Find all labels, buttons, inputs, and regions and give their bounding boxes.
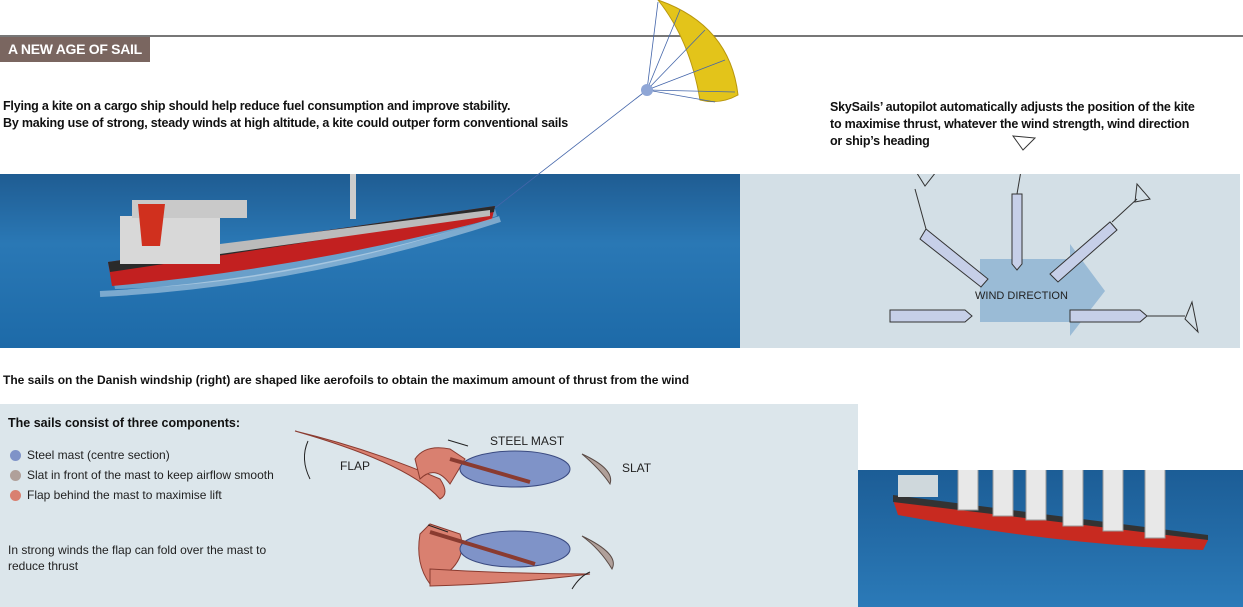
steel-mast-label: STEEL MAST xyxy=(490,434,565,448)
title-banner: A NEW AGE OF SAIL xyxy=(0,37,150,62)
component-label: Slat in front of the mast to keep airflo… xyxy=(27,468,274,482)
top-rule xyxy=(0,35,1243,37)
slat-label: SLAT xyxy=(622,461,652,475)
grey-dot-icon xyxy=(10,469,21,481)
component-slat: Slat in front of the mast to keep airflo… xyxy=(10,468,274,482)
components-list: Steel mast (centre section) Slat in fron… xyxy=(10,448,274,502)
sail-components-panel: The sails consist of three components: S… xyxy=(0,404,858,607)
kite-positions-diagram xyxy=(889,158,1199,336)
cargo-ship-illustration xyxy=(99,164,501,297)
component-mast: Steel mast (centre section) xyxy=(10,448,274,462)
fold-note: In strong winds the flap can fold over t… xyxy=(8,543,267,573)
skysails-text: SkySails’ autopilot automatically adjust… xyxy=(830,100,1195,148)
windship-photo xyxy=(858,429,1243,607)
kite-icon-top xyxy=(1011,135,1037,151)
ocean-photo xyxy=(0,164,740,348)
wind-direction-panel: WIND DIRECTION xyxy=(740,158,1240,348)
aerofoil-diagram xyxy=(294,430,614,590)
component-flap: Flap behind the mast to maximise lift xyxy=(10,488,274,502)
intro-line-2: By making use of strong, steady winds at… xyxy=(3,116,569,130)
windship-illustration xyxy=(893,429,1208,550)
wind-direction-label: WIND DIRECTION xyxy=(975,290,1068,302)
component-label: Steel mast (centre section) xyxy=(27,448,170,462)
red-dot-icon xyxy=(10,489,21,501)
component-label: Flap behind the mast to maximise lift xyxy=(27,488,222,502)
flap-label: FLAP xyxy=(340,459,371,473)
windship-caption: The sails on the Danish windship (right)… xyxy=(3,373,690,387)
intro-text: Flying a kite on a cargo ship should hel… xyxy=(3,98,568,132)
intro-line-1: Flying a kite on a cargo ship should hel… xyxy=(3,99,511,113)
blue-dot-icon xyxy=(10,449,21,461)
components-heading: The sails consist of three components: xyxy=(8,416,240,430)
kite-illustration xyxy=(494,0,739,209)
